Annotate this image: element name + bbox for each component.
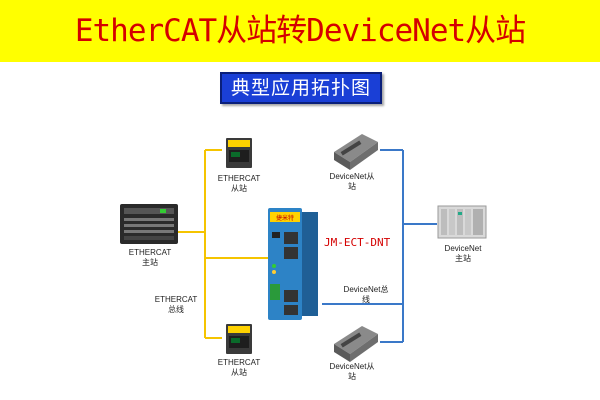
ethercat-master-label: ETHERCAT 主站: [122, 248, 178, 268]
devicenet-bus-label-line1: DeviceNet总: [343, 285, 389, 294]
devicenet-slave-bottom-label-line1: DeviceNet从: [329, 362, 375, 371]
subtitle-text: 典型应用拓扑图: [230, 77, 371, 99]
devicenet-slave-top-label-line1: DeviceNet从: [329, 172, 375, 181]
ethercat-slave-top-label: ETHERCAT 从站: [212, 174, 266, 194]
ethercat-master-label-line1: ETHERCAT: [128, 248, 172, 257]
subtitle-box: 典型应用拓扑图: [220, 72, 382, 104]
devicenet-slave-bottom-label-line2: 站: [348, 372, 356, 381]
ethercat-slave-bottom-device: [226, 324, 252, 354]
ethercat-slave-bottom-label-line2: 从站: [231, 368, 247, 377]
gateway-device: [268, 208, 318, 320]
ethercat-slave-bottom-label-line1: ETHERCAT: [217, 358, 261, 367]
ethercat-slave-bottom-label: ETHERCAT 从站: [212, 358, 266, 378]
devicenet-master-device: [437, 205, 487, 239]
devicenet-lines: [322, 149, 437, 343]
ethercat-master-device: [120, 204, 178, 244]
ethercat-lines: [178, 149, 268, 339]
devicenet-bus-label: DeviceNet总 线: [338, 285, 394, 305]
ethercat-bus-label-line1: ETHERCAT: [154, 295, 198, 304]
devicenet-master-label: DeviceNet 主站: [436, 244, 490, 264]
devicenet-slave-top-label: DeviceNet从 站: [326, 172, 378, 192]
devicenet-bus-label-line2: 线: [362, 295, 370, 304]
ethercat-slave-top-device: [226, 138, 252, 168]
devicenet-slave-bottom-device: [334, 326, 378, 362]
ethercat-master-label-line2: 主站: [142, 258, 158, 267]
title-banner: EtherCAT从站转DeviceNet从站: [0, 0, 600, 62]
devicenet-master-label-line1: DeviceNet: [444, 244, 482, 253]
ethercat-slave-top-label-line1: ETHERCAT: [217, 174, 261, 183]
ethercat-slave-top-label-line2: 从站: [231, 184, 247, 193]
devicenet-slave-bottom-label: DeviceNet从 站: [326, 362, 378, 382]
gateway-brand: 捷米特: [276, 214, 294, 222]
devicenet-slave-top-label-line2: 站: [348, 182, 356, 191]
devicenet-master-label-line2: 主站: [455, 254, 471, 263]
page-title: EtherCAT从站转DeviceNet从站: [74, 13, 526, 49]
ethercat-bus-label-line2: 总线: [168, 305, 184, 314]
devicenet-slave-top-device: [334, 134, 378, 170]
gateway-model-label: JM-ECT-DNT: [324, 236, 391, 249]
ethercat-bus-label: ETHERCAT 总线: [150, 295, 202, 315]
